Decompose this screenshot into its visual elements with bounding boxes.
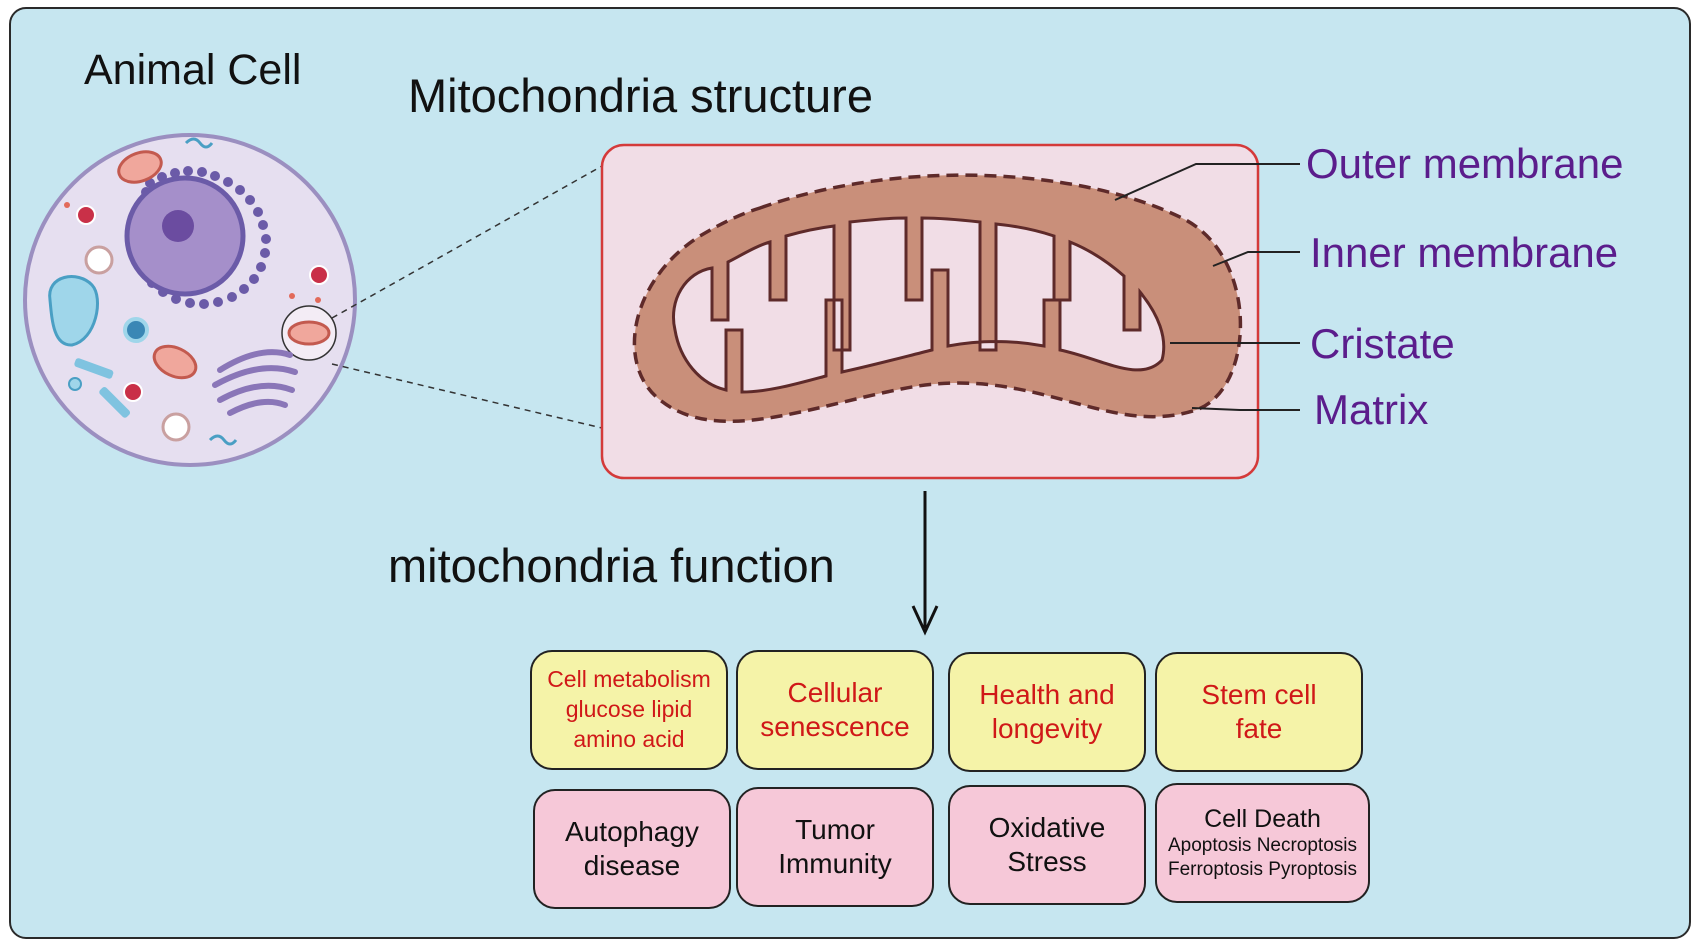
vesicle xyxy=(64,202,70,208)
animal-cell-title: Animal Cell xyxy=(84,46,302,94)
peroxisome xyxy=(84,245,114,275)
small-strand xyxy=(208,434,238,446)
box-title: Cell Death xyxy=(1204,805,1321,834)
zoom-line-top xyxy=(331,165,603,319)
box-line: Cell metabolism xyxy=(547,666,711,693)
cytoskeleton-rod xyxy=(99,386,131,418)
box-line: Stem cell xyxy=(1201,679,1317,711)
lysosome xyxy=(123,382,143,402)
mitochondria-function-title: mitochondria function xyxy=(388,539,835,592)
function-autophagy-disease: Autophagy disease xyxy=(533,789,731,909)
box-line: amino acid xyxy=(573,725,685,752)
leader-matrix xyxy=(1191,407,1300,411)
function-cellular-senescence: Cellular senescence xyxy=(736,650,934,770)
peroxisome xyxy=(161,412,191,442)
box-line: Health and xyxy=(979,679,1115,711)
label-cristate: Cristate xyxy=(1310,320,1455,367)
cell-mitochondrion xyxy=(117,150,163,184)
box-line: Oxidative xyxy=(988,812,1106,844)
golgi-apparatus xyxy=(212,349,298,416)
lysosome xyxy=(309,265,329,285)
inner-membrane xyxy=(672,216,1166,394)
box-line: disease xyxy=(583,850,681,881)
box-line: Stress xyxy=(1007,846,1087,877)
small-strand xyxy=(184,137,214,149)
box-line: Tumor xyxy=(795,814,875,846)
nucleolus xyxy=(162,210,194,242)
function-stem-cell-fate: Stem cell fate xyxy=(1155,652,1363,772)
box-line: Cellular xyxy=(787,677,883,709)
function-oxidative-stress: Oxidative Stress xyxy=(948,785,1146,905)
animal-cell-illustration xyxy=(23,133,357,467)
mitochondria-structure-title: Mitochondria structure xyxy=(408,69,873,122)
cytoskeleton-rod xyxy=(74,358,114,379)
box-line: glucose lipid xyxy=(565,696,693,723)
arrow-head xyxy=(911,605,939,636)
function-cell-metabolism: Cell metabolism glucose lipid amino acid xyxy=(530,650,728,770)
label-outer-membrane: Outer membrane xyxy=(1306,140,1624,187)
vesicle xyxy=(68,377,82,391)
box-subline: Ferroptosis Pyroptosis xyxy=(1167,859,1357,880)
zoom-line-bottom xyxy=(331,363,603,429)
centrosome xyxy=(123,317,149,343)
function-tumor-immunity: Tumor Immunity xyxy=(736,787,934,907)
vesicle xyxy=(315,297,321,303)
box-line: longevity xyxy=(991,713,1103,744)
vacuole xyxy=(48,275,100,347)
leader-inner xyxy=(1212,251,1300,267)
cell-mitochondrion xyxy=(152,344,198,380)
box-subline: Apoptosis Necroptosis xyxy=(1167,835,1358,857)
box-line: fate xyxy=(1235,713,1283,744)
leader-outer xyxy=(1114,163,1300,201)
function-cell-death: Cell Death Apoptosis Necroptosis Ferropt… xyxy=(1155,783,1370,903)
label-inner-membrane: Inner membrane xyxy=(1310,229,1619,276)
vesicle xyxy=(289,293,295,299)
highlighted-mitochondrion xyxy=(287,320,331,346)
box-line: senescence xyxy=(760,711,910,742)
box-line: Immunity xyxy=(778,848,892,879)
box-line: Autophagy xyxy=(565,816,699,848)
lysosome xyxy=(76,205,96,225)
label-matrix: Matrix xyxy=(1314,386,1429,433)
function-health-longevity: Health and longevity xyxy=(948,652,1146,772)
